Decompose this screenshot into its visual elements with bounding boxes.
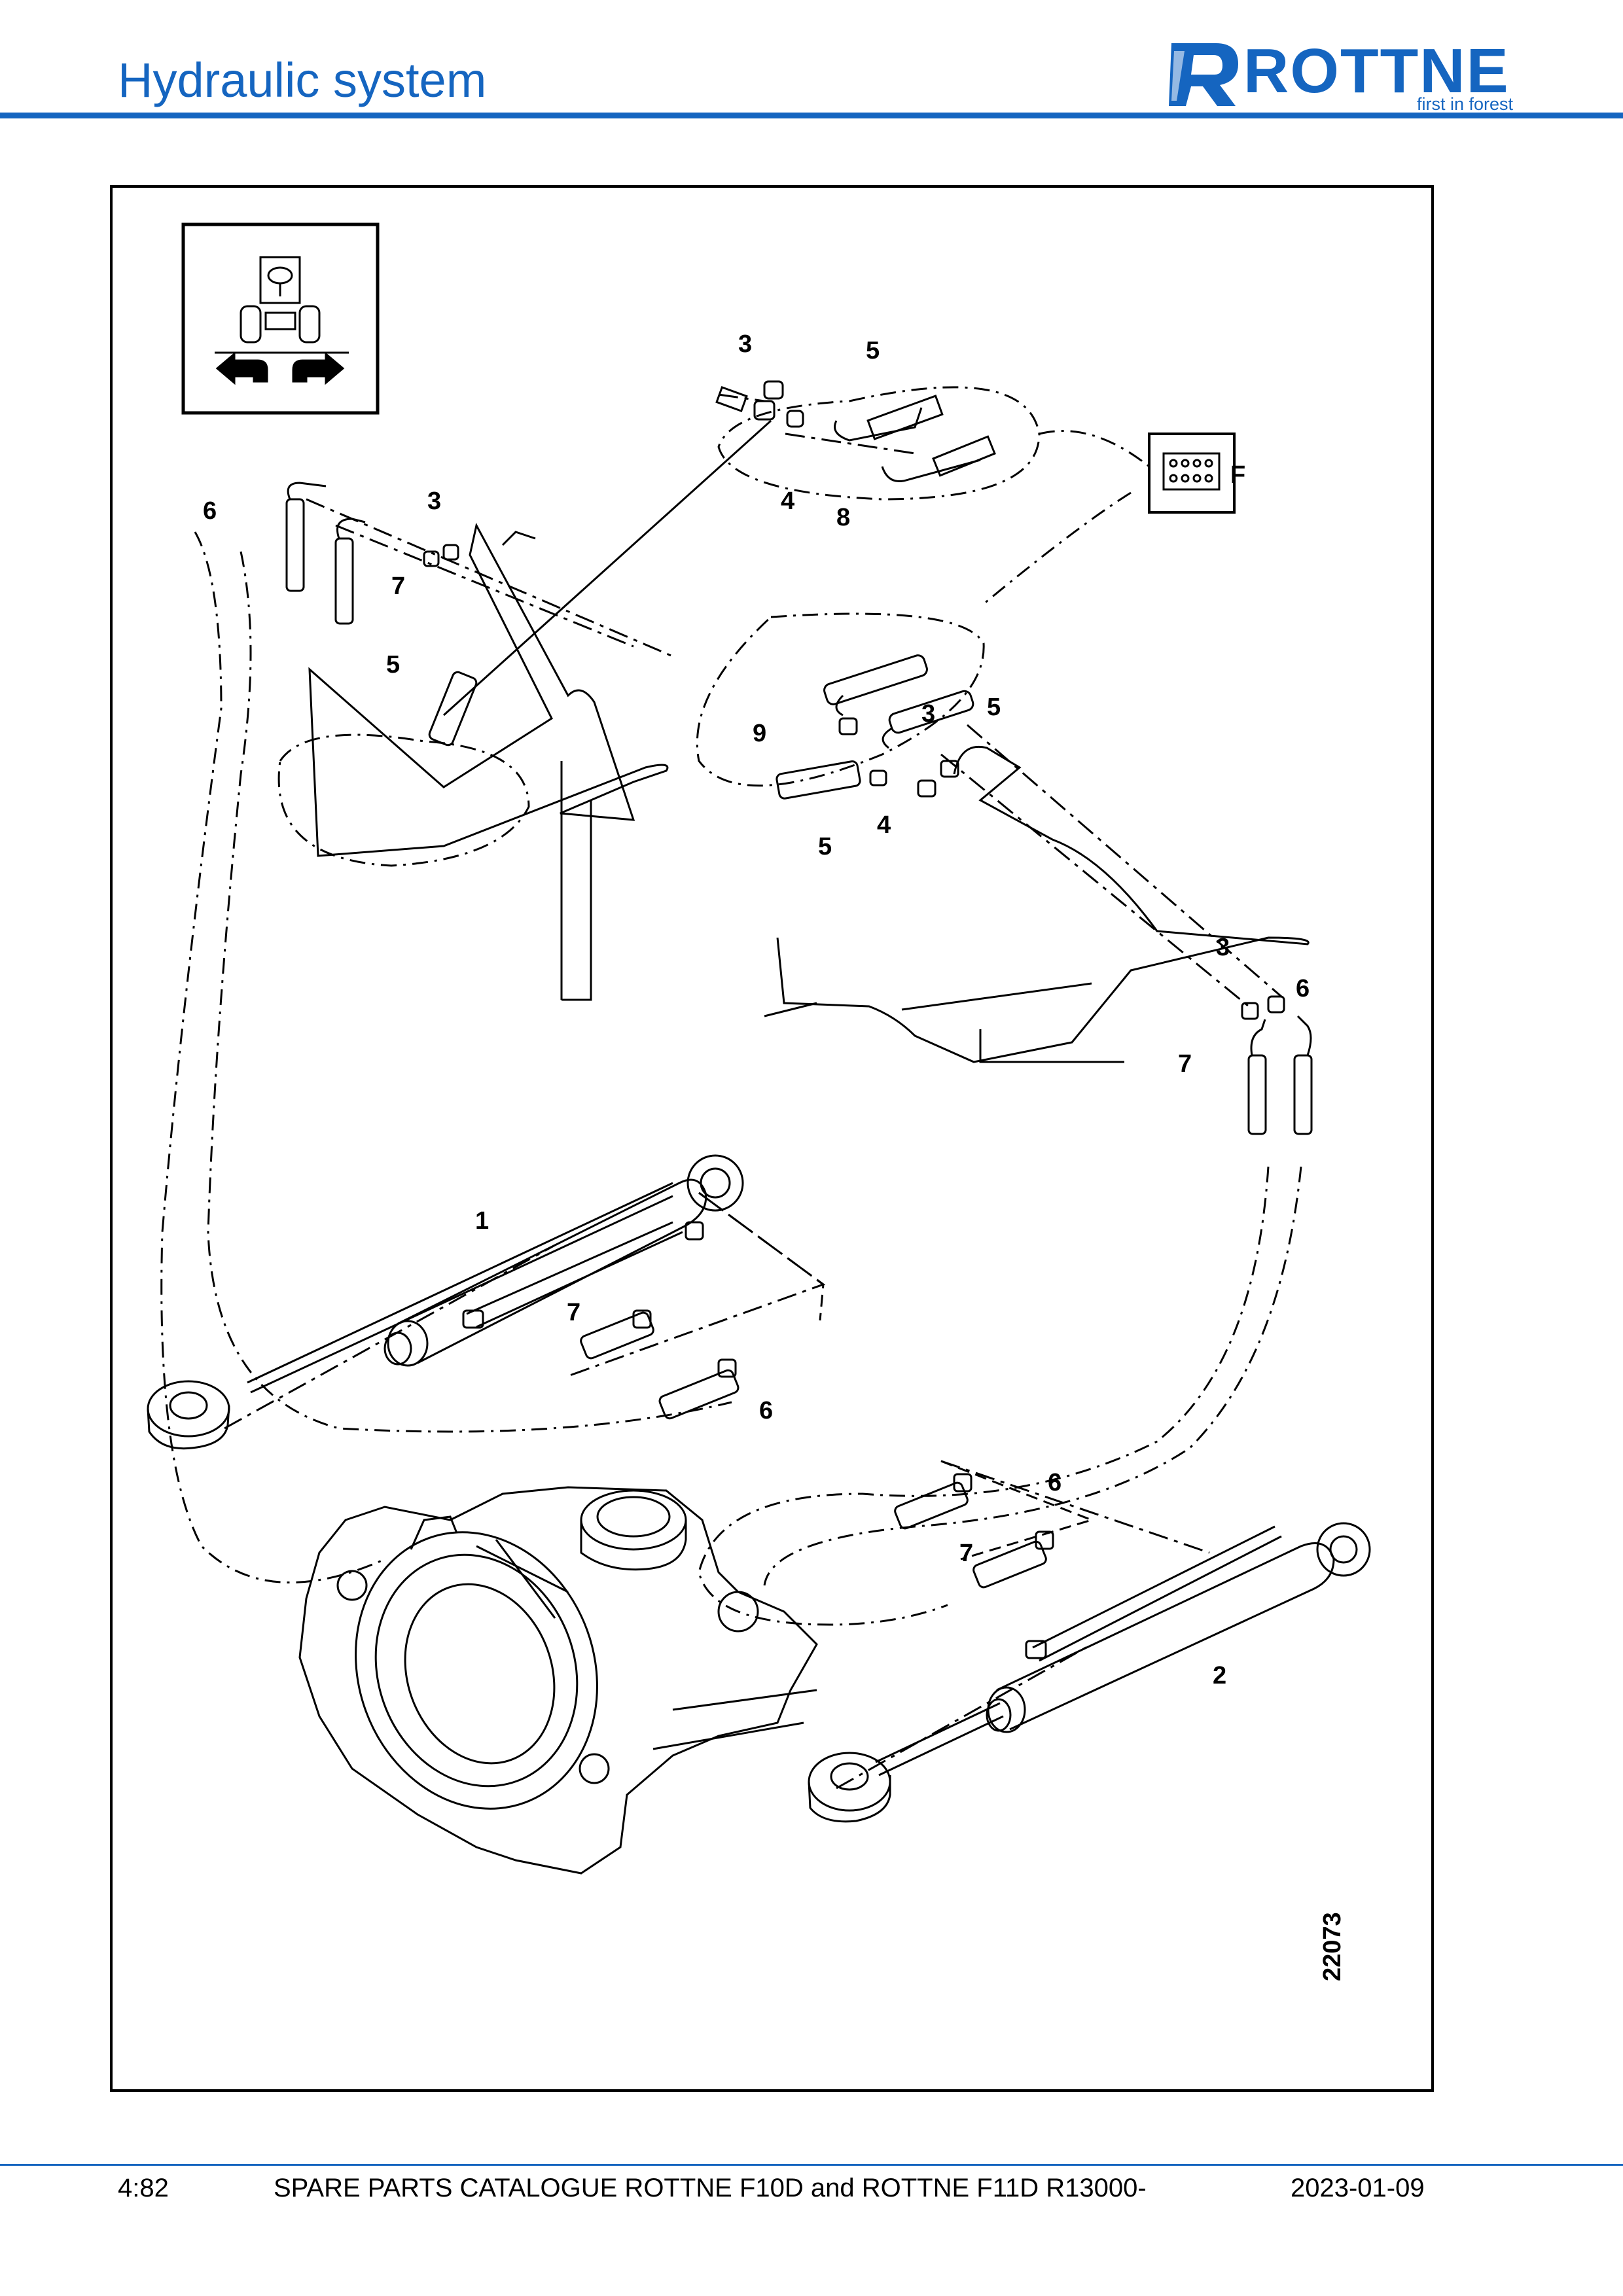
- callout-label: 8: [836, 504, 850, 531]
- callout-label: 7: [391, 573, 405, 600]
- callout-label: 5: [866, 337, 880, 364]
- hydraulic-cylinder-1: [147, 1154, 744, 1450]
- callout-label: 7: [1178, 1050, 1192, 1078]
- diagram-frame: [110, 185, 1434, 2092]
- callout-label: 4: [781, 487, 794, 515]
- figure-number: 22073: [1319, 1912, 1346, 1981]
- callout-label: 3: [921, 700, 935, 728]
- callout-label: 2: [1213, 1662, 1226, 1689]
- valve-block-icon: [1148, 433, 1236, 514]
- document-date: 2023-01-09: [1291, 2174, 1425, 2202]
- connection-label: F: [1230, 461, 1245, 489]
- document-title: SPARE PARTS CATALOGUE ROTTNE F10D and RO…: [274, 2174, 1147, 2202]
- page-title: Hydraulic system: [118, 53, 487, 107]
- callout-label: 9: [753, 720, 766, 747]
- callout-label: 1: [475, 1207, 489, 1235]
- rottne-logo-icon: [1169, 43, 1238, 106]
- callout-label: 5: [818, 833, 832, 860]
- callout-label: 6: [203, 497, 217, 525]
- callout-label: 5: [386, 651, 400, 679]
- footer-rule: [0, 2164, 1623, 2166]
- brand-logo: ROTTNE first in forest: [1165, 36, 1518, 114]
- header-rule: [0, 113, 1623, 118]
- callout-label: 3: [427, 487, 441, 515]
- hydraulic-cylinder-2: [808, 1522, 1371, 1823]
- callout-label: 6: [759, 1397, 773, 1424]
- callout-label: 5: [987, 694, 1001, 721]
- axle-housing: [298, 1486, 818, 1875]
- steering-icon: [181, 222, 380, 415]
- callout-label: 4: [877, 811, 891, 839]
- logo-wordmark: ROTTNE: [1243, 36, 1510, 106]
- callout-label: 7: [567, 1299, 580, 1326]
- logo-tagline: first in forest: [1416, 94, 1513, 114]
- callout-label: 3: [738, 330, 752, 358]
- page-number: 4:82: [118, 2174, 169, 2202]
- callout-label: 6: [1296, 975, 1310, 1002]
- callout-label: 6: [1048, 1469, 1061, 1496]
- callout-label: 7: [959, 1540, 973, 1567]
- callout-label: 3: [1216, 934, 1230, 961]
- exploded-parts-diagram: 3 5 6 3 4 8 7 5 9 3 5 4 5 3 6 7 1 7 6 6 …: [147, 222, 1371, 1981]
